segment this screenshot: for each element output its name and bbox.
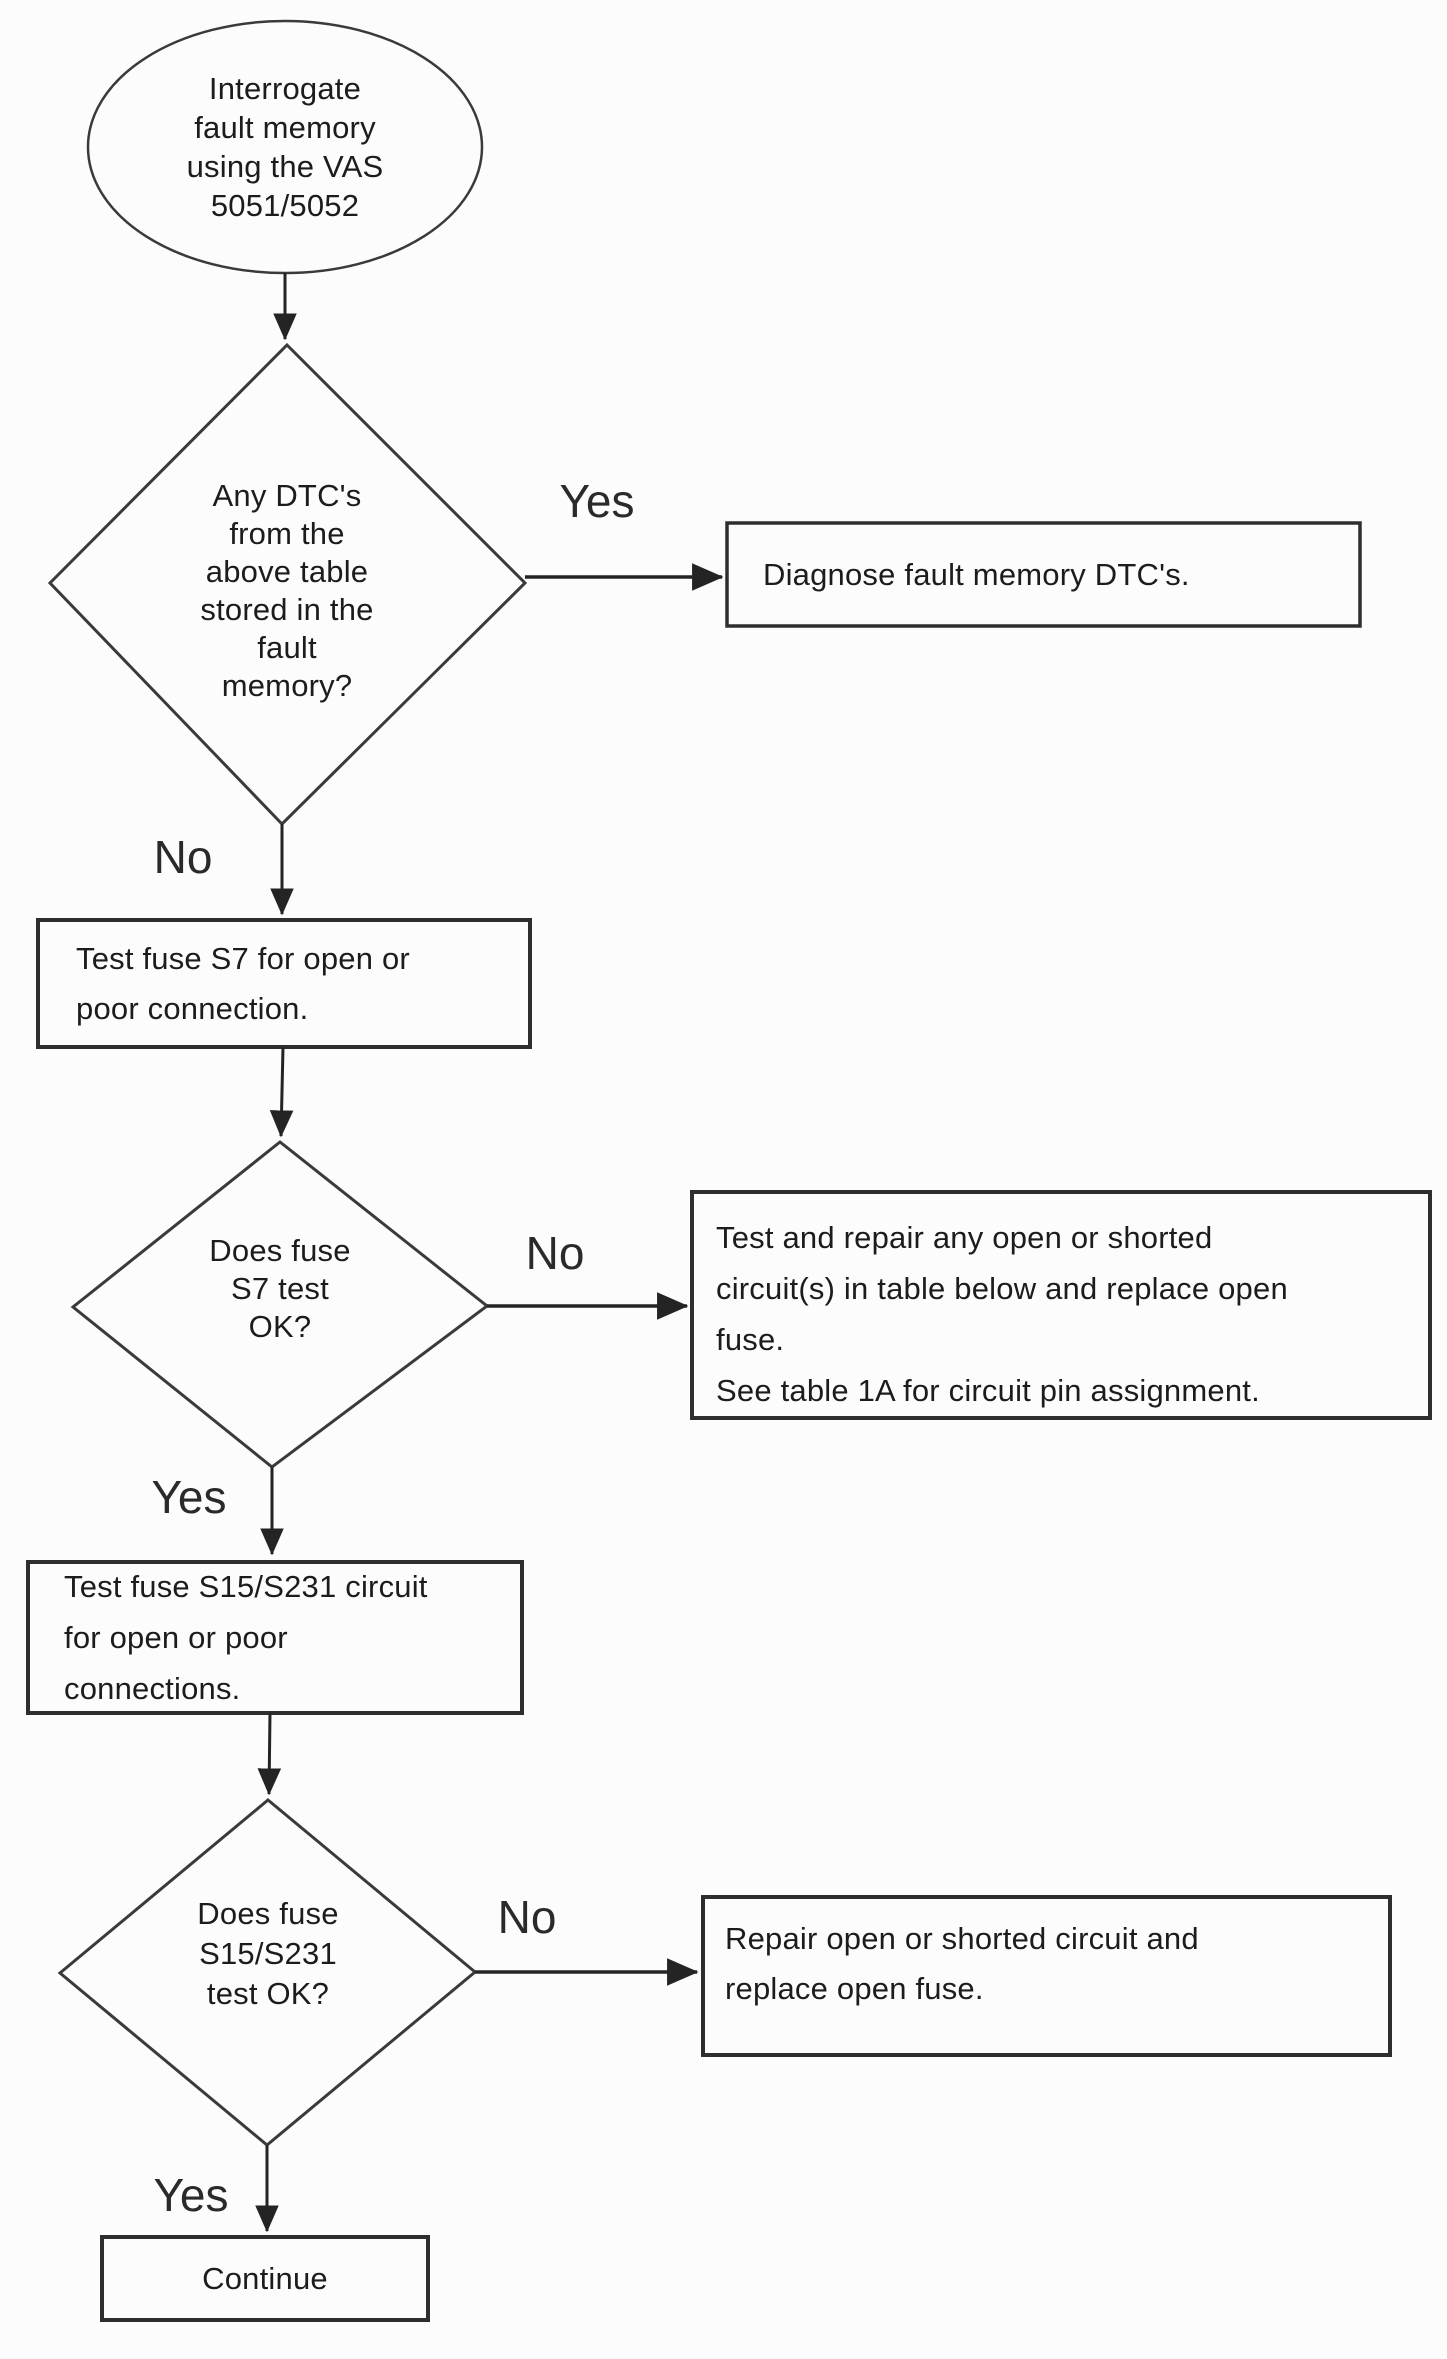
edge-label-decision-dtc-no: No [153, 831, 213, 883]
decision-s15-label: Does fuse S15/S231 test OK? [197, 1896, 339, 2011]
start-terminator-label: Interrogate fault memory using the VAS 5… [186, 71, 384, 223]
edge-label-decision-s15-yes: Yes [153, 2169, 229, 2221]
process-repair-s15-shape [701, 1895, 1392, 2057]
end-continue-label: Continue [202, 2260, 328, 2296]
process-test-s7-shape [36, 918, 532, 1049]
process-test-s15-shape [26, 1560, 524, 1715]
end-continue-shape [100, 2235, 430, 2322]
edge-label-decision-dtc-yes: Yes [559, 475, 635, 527]
process-repair-s7-label: Test and repair any open or shorted circ… [716, 1220, 1288, 1408]
edge-label-decision-s7-no: No [525, 1227, 585, 1279]
edge-label-decision-s7-yes: Yes [151, 1471, 227, 1523]
process-repair-s7-shape [690, 1190, 1432, 1420]
decision-dtc-label: Any DTC's from the above table stored in… [200, 478, 374, 703]
process-test-s7-label: Test fuse S7 for open or poor connection… [76, 940, 410, 1026]
arrow-test-s7-to-decision-s7 [269, 1046, 294, 1138]
edge-label-decision-s15-no: No [497, 1891, 557, 1943]
process-diagnose-label: Diagnose fault memory DTC's. [763, 556, 1190, 592]
decision-s7-label: Does fuse S7 test OK? [209, 1233, 351, 1344]
process-test-s15-label: Test fuse S15/S231 circuit for open or p… [64, 1569, 428, 1706]
arrow-test-s15-to-decision-s15 [257, 1712, 282, 1796]
process-diagnose-shape [725, 521, 1362, 628]
process-repair-s15-label: Repair open or shorted circuit and repla… [725, 1921, 1199, 2006]
